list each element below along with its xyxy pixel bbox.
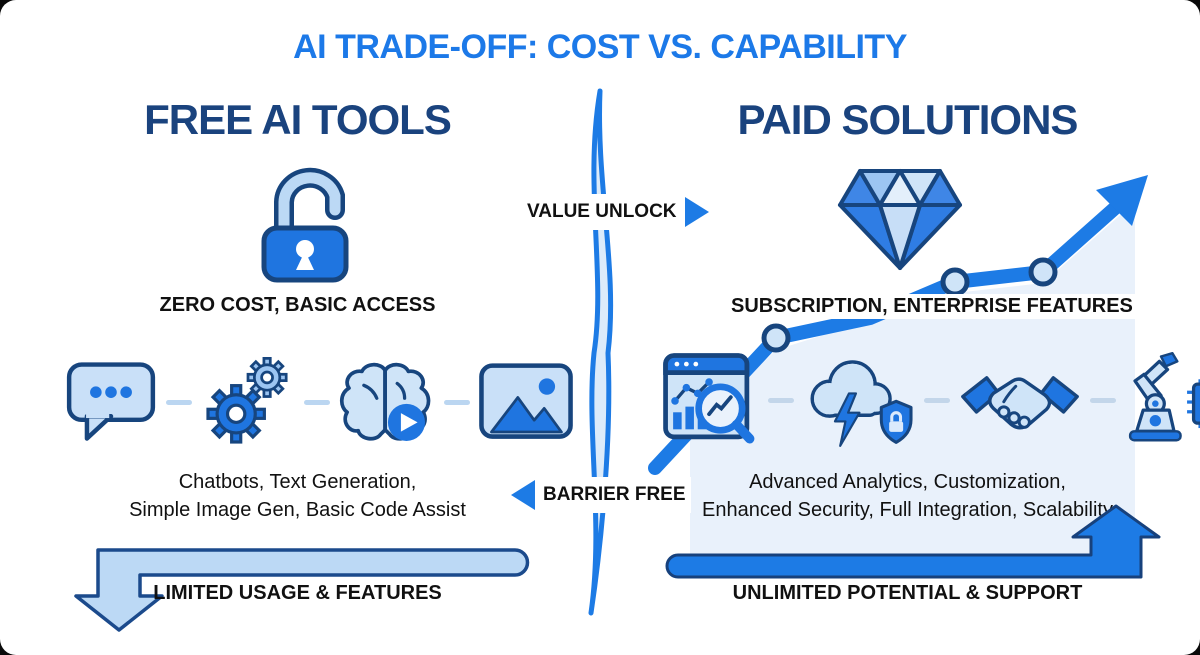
handshake-icon xyxy=(961,376,1079,430)
unlimited-banner-arrow xyxy=(665,504,1161,579)
page-title: AI TRADE-OFF: COST VS. CAPABILITY xyxy=(293,28,907,66)
free-caption: Chatbots, Text Generation, Simple Image … xyxy=(60,468,535,524)
free-icon-row xyxy=(62,352,576,452)
free-banner-label: LIMITED USAGE & FEATURES xyxy=(153,582,442,604)
connector-dash xyxy=(444,399,470,405)
connector-dash xyxy=(924,397,950,403)
barrier-free-text: BARRIER FREE xyxy=(543,484,686,505)
arrow-right-icon xyxy=(684,197,709,227)
value-unlock-text: VALUE UNLOCK xyxy=(527,201,677,222)
paid-heading: PAID SOLUTIONS xyxy=(737,96,1079,143)
image-icon xyxy=(479,363,573,439)
free-caption-line1: Chatbots, Text Generation, xyxy=(178,471,417,493)
gears-icon xyxy=(206,356,288,444)
open-padlock-icon xyxy=(261,167,349,283)
paid-banner-label: UNLIMITED POTENTIAL & SUPPORT xyxy=(732,582,1083,604)
paid-icon-row xyxy=(658,348,1200,452)
barrier-free-label: BARRIER FREE xyxy=(506,477,691,513)
paid-caption-line1: Advanced Analytics, Customization, xyxy=(749,471,1066,493)
value-unlock-label: VALUE UNLOCK xyxy=(522,194,714,230)
limited-banner-arrow xyxy=(74,548,530,632)
connector-dash xyxy=(304,399,330,405)
cloud-security-icon xyxy=(810,360,913,447)
diamond-icon xyxy=(838,169,962,270)
chat-icon xyxy=(66,362,156,441)
brain-play-icon xyxy=(339,362,431,441)
analytics-icon xyxy=(663,353,755,444)
free-caption-line2: Simple Image Gen, Basic Code Assist xyxy=(129,499,466,521)
robot-chip-icon xyxy=(1128,352,1200,442)
connector-dash xyxy=(166,399,192,405)
connector-dash xyxy=(768,397,794,403)
arrow-left-icon xyxy=(511,480,535,510)
free-heading: FREE AI TOOLS xyxy=(144,96,452,143)
free-tagline: ZERO COST, BASIC ACCESS xyxy=(159,294,436,316)
paid-caption-line2: Enhanced Security, Full Integration, Sca… xyxy=(702,499,1113,521)
paid-tagline: SUBSCRIPTION, ENTERPRISE FEATURES xyxy=(725,294,1139,319)
connector-dash xyxy=(1090,397,1116,403)
paid-caption: Advanced Analytics, Customization, Enhan… xyxy=(655,468,1160,524)
